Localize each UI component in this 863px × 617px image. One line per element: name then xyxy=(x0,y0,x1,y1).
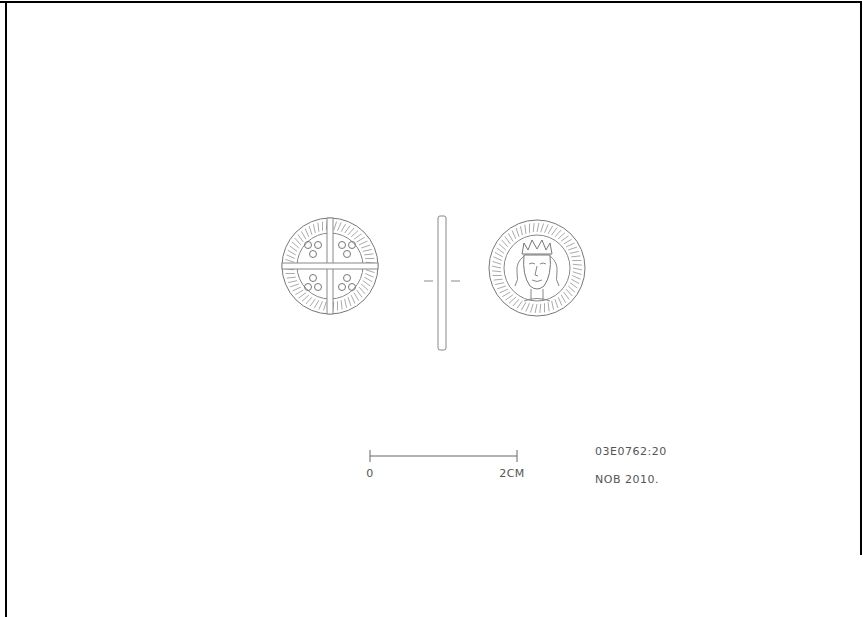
scale-label: 2CM xyxy=(499,468,525,479)
scale-bar xyxy=(370,450,517,462)
coin-obverse xyxy=(489,220,585,316)
coin-reverse xyxy=(282,218,378,314)
scale-label: 0 xyxy=(366,468,374,479)
catalogue-note: 03E0762:20 xyxy=(595,446,667,457)
coin-edge-profile xyxy=(424,216,460,350)
catalogue-note: NOB 2010. xyxy=(595,474,659,485)
